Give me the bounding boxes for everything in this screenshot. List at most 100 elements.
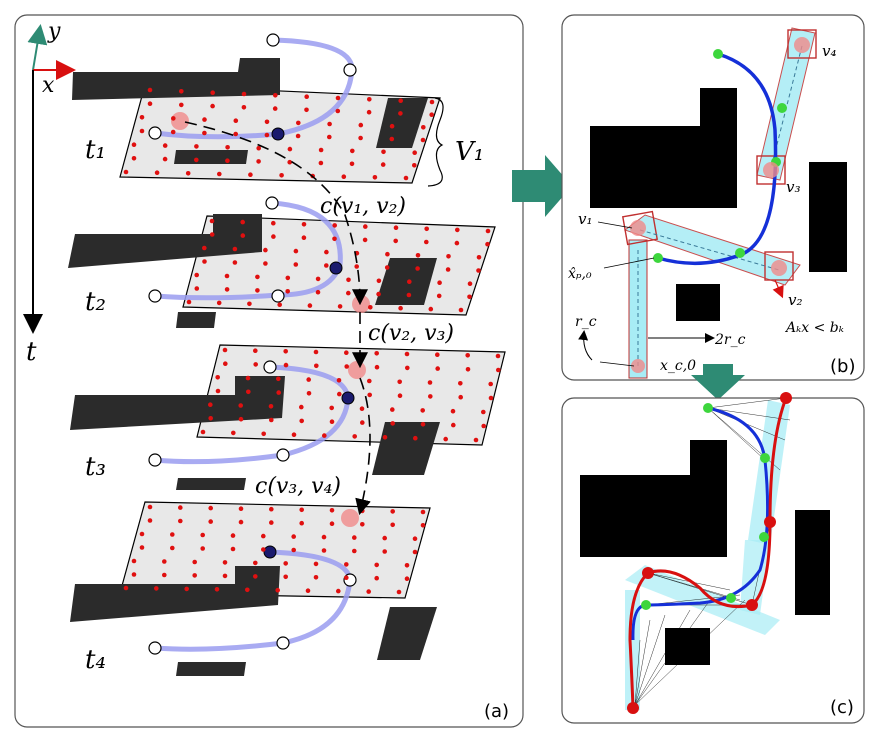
grid-dot xyxy=(476,254,482,260)
grid-dot xyxy=(385,251,390,257)
vertex-v4 xyxy=(341,509,359,527)
obstacle xyxy=(795,510,830,615)
grid-dot xyxy=(398,98,404,103)
grid-dot xyxy=(255,288,260,293)
grid-dot xyxy=(245,375,251,381)
grid-dot xyxy=(393,238,399,244)
corridor-diagonal xyxy=(623,214,801,286)
grid-dot xyxy=(344,350,349,356)
grid-dot xyxy=(230,546,236,552)
grid-dot xyxy=(225,145,230,150)
grid-dot xyxy=(216,300,222,306)
grid-dot xyxy=(296,120,301,126)
grid-dot xyxy=(381,149,386,155)
grid-dot xyxy=(329,521,335,526)
grid-dot xyxy=(344,562,349,567)
grid-dot xyxy=(382,535,388,541)
grid-dot xyxy=(458,394,464,400)
grid-dot xyxy=(268,404,274,409)
grid-dot xyxy=(349,161,355,167)
grid-dot xyxy=(170,532,175,537)
grid-dot xyxy=(240,233,246,238)
grid-dot xyxy=(322,433,327,438)
grid-dot xyxy=(154,586,159,591)
grid-dot xyxy=(313,349,319,355)
grid-dot xyxy=(346,290,351,296)
grid-dot xyxy=(344,364,350,369)
grid-dot xyxy=(415,253,421,258)
grid-dot xyxy=(291,432,297,438)
grid-dot xyxy=(315,276,321,282)
grid-dot xyxy=(332,223,338,228)
grid-dot xyxy=(396,589,402,595)
vertex-open xyxy=(148,289,162,303)
grid-dot xyxy=(358,135,363,141)
grid-dot xyxy=(307,303,313,308)
grid-dot xyxy=(429,99,435,105)
grid-dot xyxy=(443,436,449,442)
obstacle xyxy=(809,162,847,272)
grid-dot xyxy=(269,417,274,423)
vertex-open xyxy=(266,33,280,47)
waypoint xyxy=(653,253,663,263)
grid-dot xyxy=(384,265,390,270)
grid-dot xyxy=(276,390,282,395)
grid-dot xyxy=(404,563,410,568)
trajectory xyxy=(154,549,353,652)
grid-dot xyxy=(147,518,153,523)
grid-dot xyxy=(337,304,343,309)
grid-dot xyxy=(256,159,261,164)
grid-dot xyxy=(170,129,176,135)
obstacle xyxy=(665,628,710,665)
edge-label-c-v3-v4: c(v₃, v₄) xyxy=(255,474,341,499)
control-point xyxy=(746,599,758,611)
grid-dot xyxy=(390,522,396,528)
grid-dot xyxy=(335,108,341,114)
grid-dot xyxy=(261,431,267,437)
grid-dot xyxy=(208,402,213,408)
obstacle xyxy=(375,258,437,305)
grid-dot xyxy=(179,89,184,94)
grid-dot xyxy=(374,562,380,568)
grid-dot xyxy=(336,378,342,383)
grid-dot xyxy=(283,561,289,566)
grid-dot xyxy=(454,240,460,246)
grid-dot xyxy=(147,101,153,106)
obstacle xyxy=(372,422,440,475)
grid-dot xyxy=(393,225,399,230)
waypoint xyxy=(713,49,723,59)
vertex-open xyxy=(265,196,279,210)
grid-dot xyxy=(245,587,250,593)
grid-dot xyxy=(360,522,365,527)
grid-dot xyxy=(350,148,355,154)
grid-dot xyxy=(299,418,305,424)
grid-dot xyxy=(341,174,347,179)
grid-dot xyxy=(285,289,291,294)
grid-dot xyxy=(200,532,205,538)
grid-dot xyxy=(272,106,278,111)
grid-dot xyxy=(327,121,332,127)
grid-dot xyxy=(194,272,199,278)
grid-dot xyxy=(420,408,426,413)
grid-dot xyxy=(458,307,464,313)
waypoint xyxy=(759,532,769,542)
grid-dot xyxy=(241,105,247,110)
grid-dot xyxy=(131,558,137,564)
grid-dot xyxy=(261,547,266,552)
obstacle xyxy=(176,312,216,328)
grid-dot xyxy=(329,508,335,513)
grid-dot xyxy=(367,392,373,398)
grid-dot xyxy=(154,170,160,175)
grid-dot xyxy=(131,572,137,577)
grid-dot xyxy=(398,305,403,311)
grid-dot xyxy=(248,172,253,177)
grid-dot xyxy=(360,420,365,425)
grid-dot xyxy=(271,220,276,226)
grid-dot xyxy=(277,302,283,308)
grid-dot xyxy=(209,218,215,224)
grid-dot xyxy=(200,546,205,551)
grid-dot xyxy=(428,306,434,312)
grid-dot xyxy=(359,406,365,412)
edge-v1-v2 xyxy=(184,121,368,306)
grid-dot xyxy=(269,520,274,525)
